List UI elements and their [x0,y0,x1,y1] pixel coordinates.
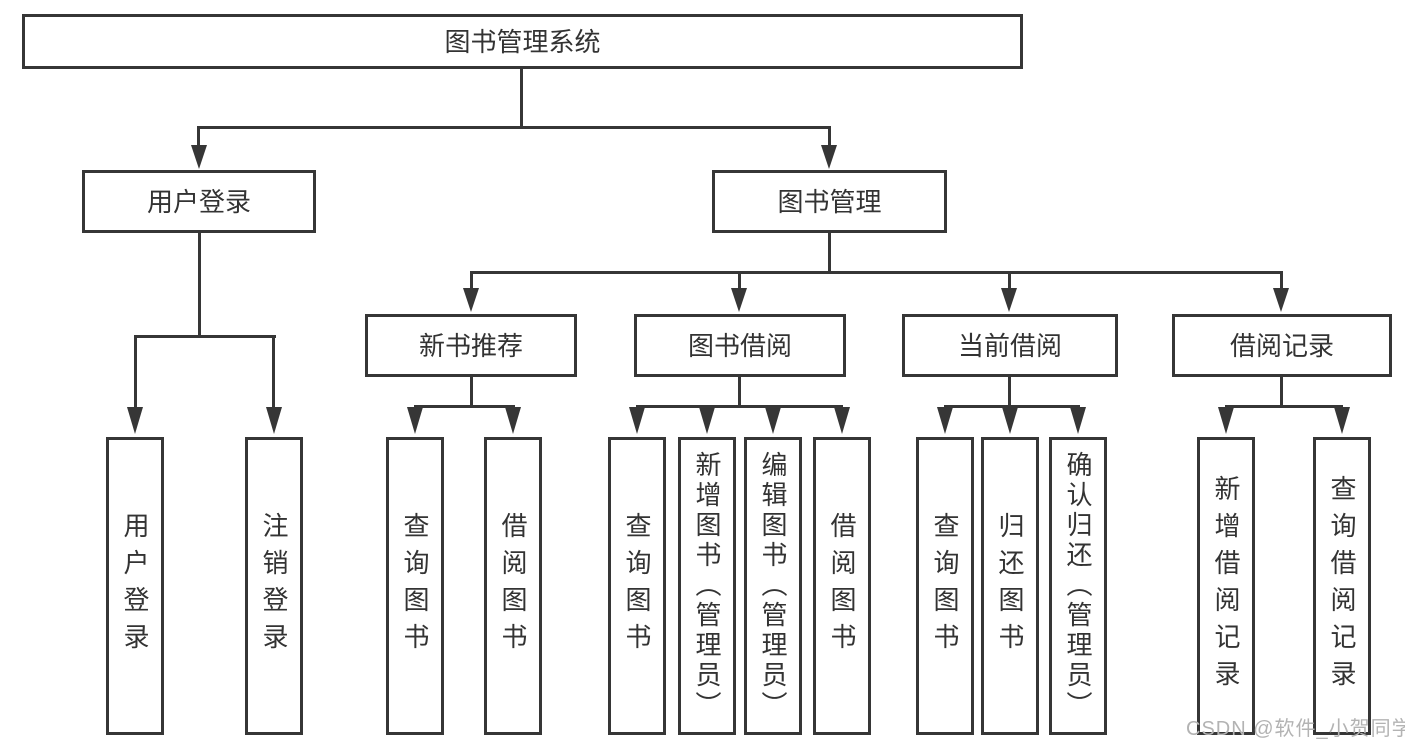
leaf-label: 新增借阅记录 [1211,475,1241,697]
connector-hist-split [1225,405,1343,408]
arrowhead-to-leaf-add-borrow-record [1218,407,1234,434]
arrowhead-to-leaf-query-books-1 [407,407,423,434]
leaf-label: 借阅图书 [827,512,857,660]
connector-rec-shaft [470,271,473,290]
leaf-return-books: 归还图书 [981,437,1039,735]
leaf-query-books-borrowing: 查询图书 [608,437,666,735]
node-label: 图书管理 [777,186,882,217]
arrowhead-to-book-management [821,145,837,169]
leaf-label: 查询图书 [930,512,960,660]
node-borrowing-records: 借阅记录 [1172,314,1392,377]
arrowhead-to-leaf-add-books-admin [699,407,715,434]
connector-bor-split [636,405,843,408]
node-new-book-recommendation: 新书推荐 [365,314,577,377]
node-library-management-system: 图书管理系统 [22,14,1023,69]
leaf-add-borrow-record: 新增借阅记录 [1197,437,1255,735]
leaf-edit-books-admin: 编辑图书（管理员） [744,437,802,735]
arrowhead-to-leaf-confirm-return-admin [1070,407,1086,434]
arrowhead-to-leaf-user-login [127,407,143,434]
node-label: 借阅记录 [1229,330,1334,361]
arrowhead-to-book-borrowing [731,288,747,312]
connector-userlogin-split [134,335,276,338]
connector-bor-stem [738,377,741,408]
arrowhead-to-leaf-logout [266,407,282,434]
arrowhead-to-leaf-return-books [1002,407,1018,434]
arrowhead-to-leaf-query-books-3 [937,407,953,434]
leaf-label: 新增图书（管理员） [692,451,722,721]
node-book-borrowing: 图书借阅 [634,314,846,377]
node-label: 图书管理系统 [444,26,601,57]
leaf-label: 借阅图书 [498,512,528,660]
arrowhead-to-leaf-query-books-2 [629,407,645,434]
node-label: 图书借阅 [687,330,792,361]
leaf-label: 编辑图书（管理员） [758,451,788,721]
leaf-confirm-return-admin: 确认归还（管理员） [1049,437,1107,735]
leaf-label: 注销登录 [259,512,289,660]
connector-leaf1-shaft [134,335,137,409]
connector-userlogin-shaft [197,126,200,148]
node-book-management: 图书管理 [712,170,947,233]
connector-cur-split [944,405,1080,408]
connector-root-stem [520,69,523,127]
connector-rec-split [414,405,515,408]
node-current-borrowing: 当前借阅 [902,314,1118,377]
leaf-borrow-books-recommendation: 借阅图书 [484,437,542,735]
node-user-login: 用户登录 [82,170,316,233]
arrowhead-to-new-book-recommendation [463,288,479,312]
connector-leaf2-shaft [272,335,275,409]
leaf-query-books-recommendation: 查询图书 [386,437,444,735]
leaf-query-borrow-record: 查询借阅记录 [1313,437,1371,735]
arrowhead-to-leaf-borrow-books-1 [505,407,521,434]
node-label: 新书推荐 [418,330,523,361]
connector-bookmgmt-shaft [828,126,831,148]
connector-level1-hline [197,126,831,129]
node-label: 用户登录 [146,186,251,217]
arrowhead-to-borrowing-records [1273,288,1289,312]
leaf-label: 确认归还（管理员） [1063,451,1093,721]
arrowhead-to-leaf-edit-books-admin [765,407,781,434]
leaf-user-login: 用户登录 [106,437,164,735]
node-label: 当前借阅 [957,330,1062,361]
connector-rec-stem [470,377,473,408]
connector-hist-shaft [1280,271,1283,290]
leaf-add-books-admin: 新增图书（管理员） [678,437,736,735]
leaf-borrow-books-borrowing: 借阅图书 [813,437,871,735]
arrowhead-to-leaf-query-borrow-record [1334,407,1350,434]
connector-level2-hline [470,271,1283,274]
leaf-label: 归还图书 [995,512,1025,660]
csdn-watermark: CSDN @软件_小贺同学 [1186,718,1405,740]
connector-hist-stem [1280,377,1283,408]
leaf-query-books-current: 查询图书 [916,437,974,735]
leaf-logout: 注销登录 [245,437,303,735]
connector-cur-stem [1008,377,1011,408]
connector-bookmgmt-stem [828,233,831,274]
leaf-label: 查询借阅记录 [1327,475,1357,697]
arrowhead-to-user-login [191,145,207,169]
arrowhead-to-leaf-borrow-books-2 [834,407,850,434]
leaf-label: 用户登录 [120,512,150,660]
connector-cur-shaft [1008,271,1011,290]
connector-bor-shaft [738,271,741,290]
leaf-label: 查询图书 [622,512,652,660]
arrowhead-to-current-borrowing [1001,288,1017,312]
leaf-label: 查询图书 [400,512,430,660]
connector-userlogin-stem [198,233,201,337]
